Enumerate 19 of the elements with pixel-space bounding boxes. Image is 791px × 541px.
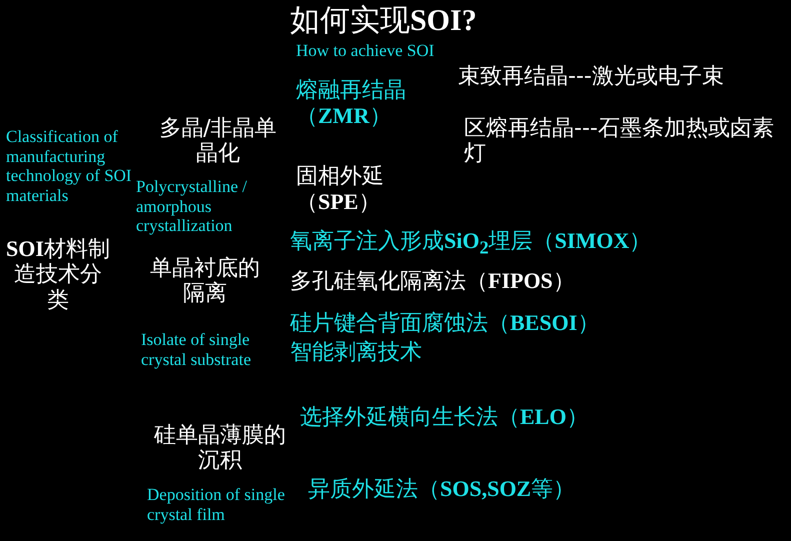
subtitle: How to achieve SOI (296, 41, 436, 61)
category-text: Deposition of single crystal film (147, 485, 286, 524)
category-text: Isolate of single crystal substrate (141, 330, 252, 370)
method-text: 束致再结晶---激光或电子束 (458, 64, 725, 90)
category-text: SOI材料制造技术分类 (5, 236, 111, 313)
method-text: 氧离子注入形成SiO$_{2}$埋层（SIMOX） (290, 228, 652, 258)
category-text: 硅单晶薄膜的沉积 (153, 423, 287, 474)
method-text: 智能剥离技术 (290, 340, 423, 366)
slide-title: 如何实现SOI? (290, 4, 477, 38)
method-text: 硅片键合背面腐蚀法（BESOI） (290, 310, 600, 336)
method-text: 异质外延法（SOS,SOZ等） (308, 476, 576, 502)
method-text: 熔融再结晶（ZMR） (296, 78, 407, 130)
method-text: 选择外延横向生长法（ELO） (300, 404, 590, 430)
category-text: 单晶衬底的隔离 (150, 256, 260, 307)
method-text: 固相外延（SPE） (296, 164, 385, 216)
method-text: 区熔再结晶---石墨条加热或卤素灯 (464, 116, 775, 167)
category-text: 多晶/非晶单晶化 (158, 116, 278, 167)
method-text: 多孔硅氧化隔离法（FIPOS） (290, 268, 576, 294)
category-text: Polycrystalline / amorphous crystallization (136, 177, 248, 236)
